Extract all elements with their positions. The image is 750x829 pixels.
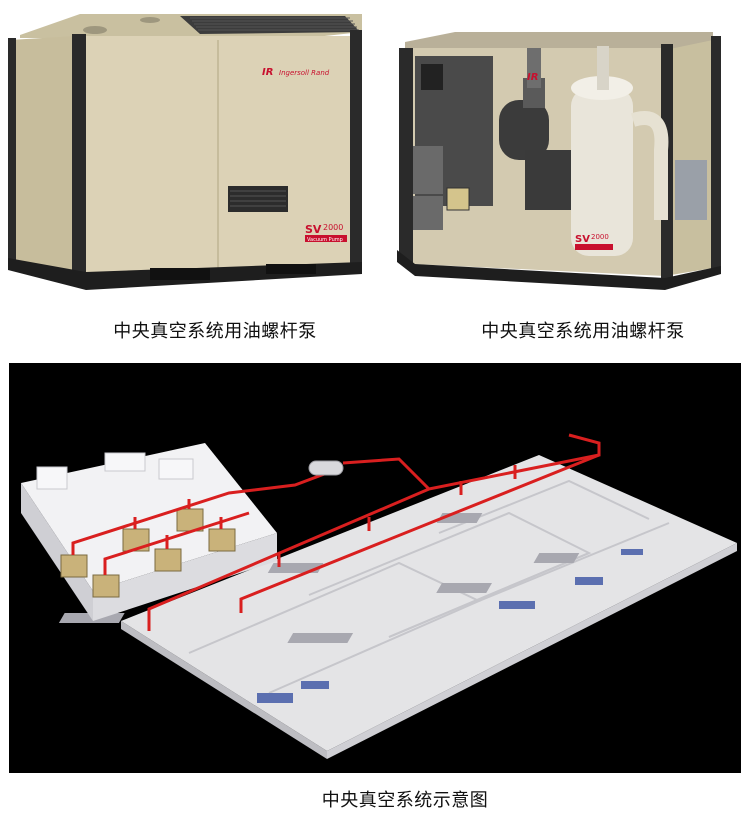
model-number-right: 2000	[591, 233, 609, 241]
frame-post-front-left	[72, 34, 86, 282]
top-vent-grille	[180, 16, 360, 34]
model-prefix-left: SV	[305, 223, 322, 236]
brand-name-left: Ingersoll Rand	[279, 69, 330, 77]
vacuum-pipeline	[71, 433, 601, 631]
model-sub-left: Vacuum Pump	[307, 237, 343, 243]
caption-pump-closed: 中央真空系统用油螺杆泵	[113, 321, 317, 342]
ir-logo-icon: IR	[262, 67, 273, 78]
pump-closed-illustration: IR Ingersoll Rand SV 2000 Vacuum Pump	[8, 14, 362, 290]
central-vacuum-system-diagram	[9, 363, 741, 773]
vacuum-receiver-tank	[308, 460, 344, 476]
front-vent	[228, 186, 288, 212]
factory-floor	[121, 455, 737, 751]
pump-house	[21, 443, 277, 591]
model-prefix-right: SV	[575, 234, 590, 245]
side-vent	[413, 146, 443, 194]
pump-cutaway-photo: IR SV 2000	[375, 0, 750, 300]
caption-system-diagram: 中央真空系统示意图	[321, 790, 489, 811]
factory-layout-illustration	[21, 433, 737, 759]
caption-pump-cutaway: 中央真空系统用油螺杆泵	[481, 321, 685, 342]
model-number-left: 2000	[323, 223, 343, 232]
frame-post-back-left	[8, 38, 16, 266]
separator-tank	[571, 88, 633, 256]
pump-closed-photo: IR Ingersoll Rand SV 2000 Vacuum Pump	[0, 0, 375, 300]
ir-logo-icon-right: IR	[527, 72, 538, 83]
frame-post-front-right	[350, 30, 362, 270]
pump-cutaway-illustration: IR SV 2000	[397, 32, 721, 290]
